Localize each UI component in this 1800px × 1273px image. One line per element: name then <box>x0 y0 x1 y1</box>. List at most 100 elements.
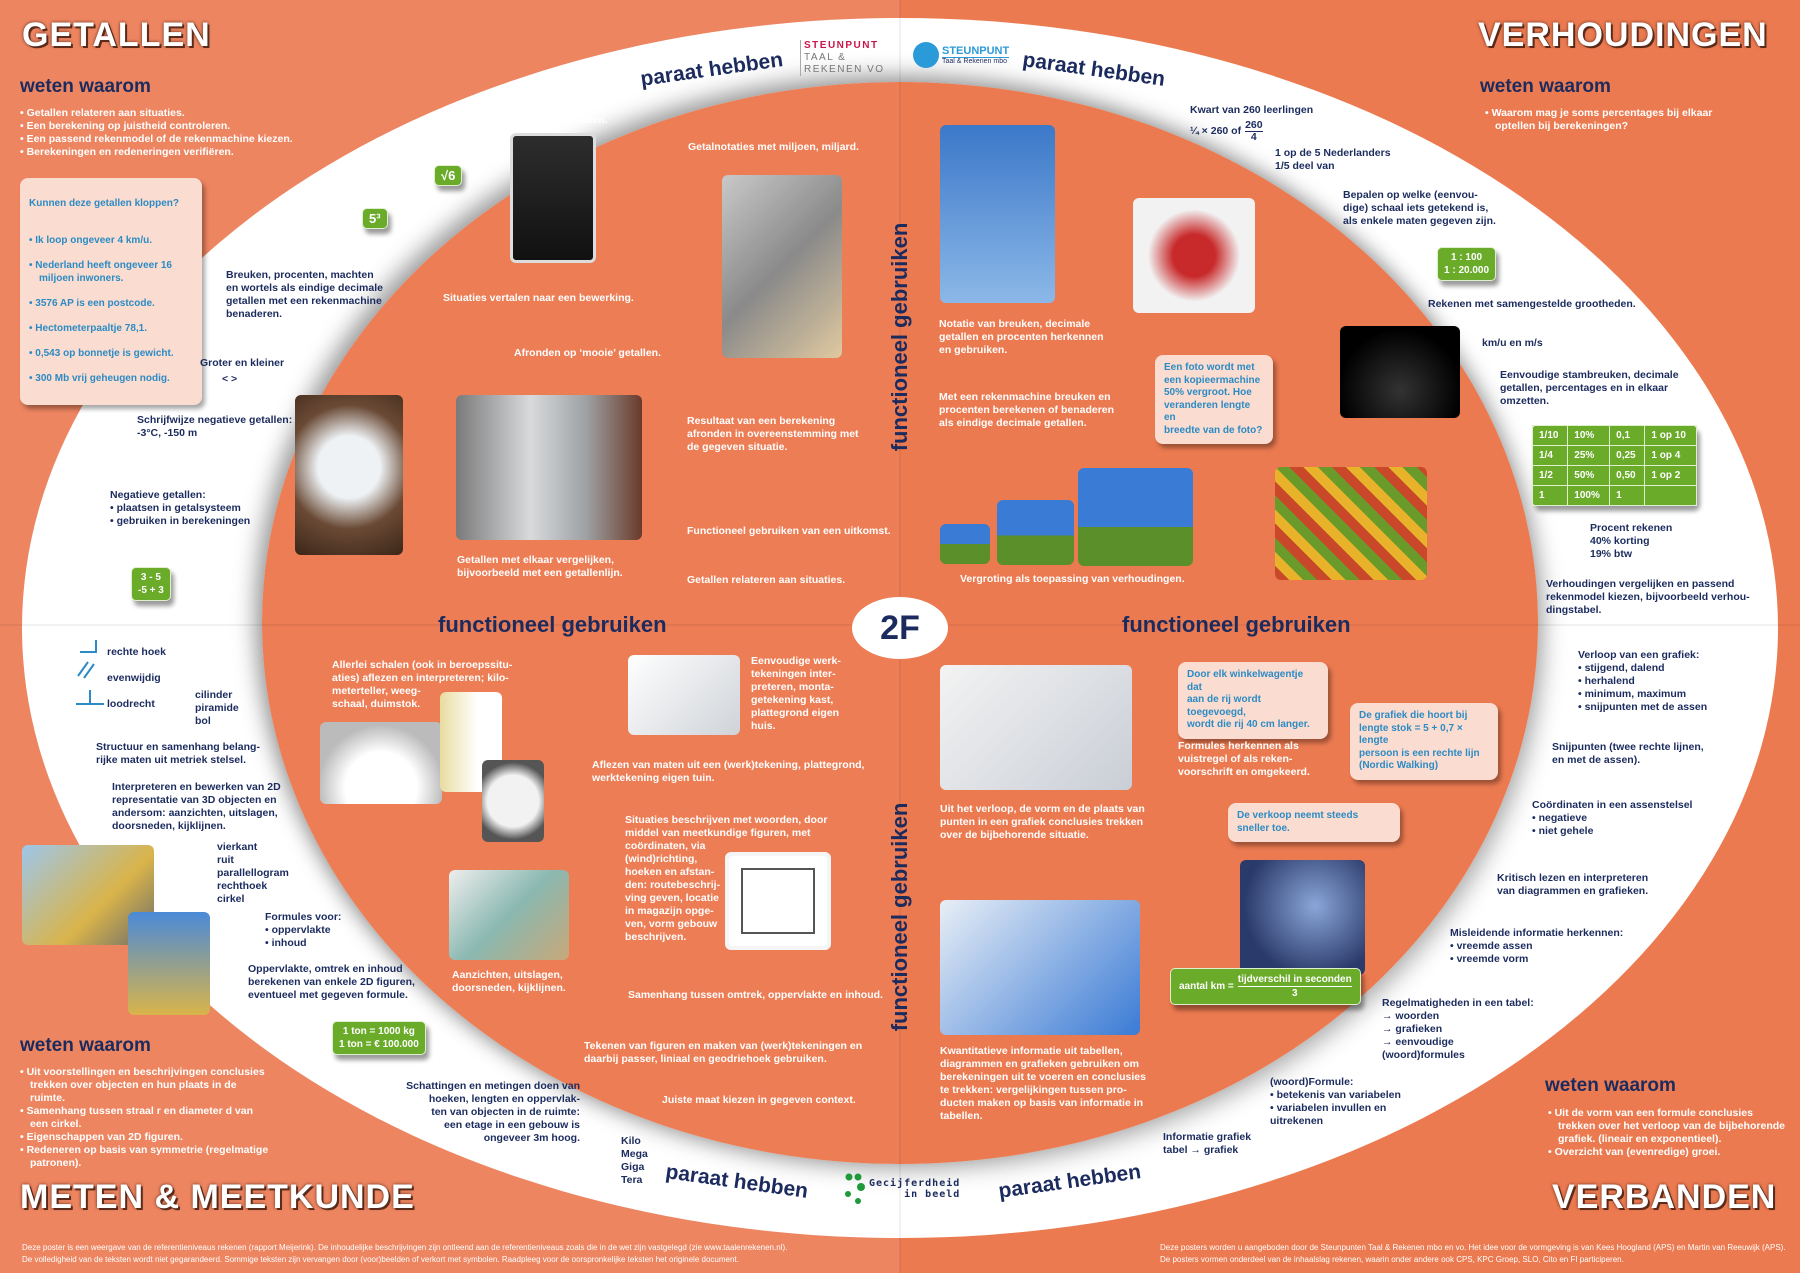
logo-text: Gecijferdheid <box>869 1178 961 1189</box>
badge-ton: 1 ton = 1000 kg 1 ton = € 100.000 <box>332 1021 426 1055</box>
table-cell: 1/2 <box>1531 465 1569 486</box>
question-box: Kunnen deze getallen kloppen? Ik loop on… <box>20 178 202 405</box>
geometry-symbols-icon <box>76 640 104 705</box>
text-item: Snijpunten (twee rechte lijnen, en met d… <box>1552 741 1704 766</box>
text-item: Schattingen en metingen doen van hoeken,… <box>406 1080 580 1144</box>
table-cell: 25% <box>1567 445 1611 466</box>
badge-scale: 1 : 100 1 : 20.000 <box>1437 247 1497 281</box>
badge-power: 5³ <box>362 208 388 229</box>
table-cell: 1 op 4 <box>1644 445 1697 466</box>
text-item: (woord)Formule: • betekenis van variabel… <box>1270 1076 1401 1127</box>
market-fruit-image <box>1275 467 1427 580</box>
text-item: Met een rekenmachine breuken en procente… <box>939 391 1115 429</box>
text-item: Vergroting als toepassing van verhouding… <box>960 573 1185 585</box>
text-item: Situaties vertalen naar een bewerking. <box>443 292 634 304</box>
text-item: Kritisch lezen en interpreteren van diag… <box>1497 872 1649 897</box>
text-item: Afronden op ‘mooie’ getallen. <box>514 347 662 359</box>
graph-with-pen-image <box>940 665 1132 790</box>
text-item: Getalnotaties met miljoen, miljard. <box>688 141 859 153</box>
people-icon <box>913 42 939 68</box>
bullet: Samenhang tussen straal r en diameter d … <box>20 1105 270 1131</box>
text-item: Allerlei schalen (ook in beroepssitu- at… <box>332 659 513 710</box>
question-title: Kunnen deze getallen kloppen? <box>29 197 180 209</box>
text-item: Formules herkennen als vuistregel of als… <box>1178 740 1310 778</box>
stopwatch-image <box>320 722 442 804</box>
bullet: Berekeningen en redeneringen verifiëren. <box>20 146 320 159</box>
badge-sqrt: √6 <box>434 165 463 186</box>
text-item: Regelmatigheden in een tabel: → woorden … <box>1382 997 1534 1061</box>
table-cell: 1 <box>1531 485 1569 506</box>
symbol-label-rechte-hoek: rechte hoek <box>107 646 166 658</box>
weten-waarom-heading: weten waarom <box>20 1035 151 1056</box>
heading-functioneel-gebruiken-top: functioneel gebruiken <box>887 222 912 452</box>
quadrant-title-getallen: GETALLEN <box>22 16 211 54</box>
weten-waarom-list: Waarom mag je soms percentages bij elkaa… <box>1485 107 1735 133</box>
symbol-label-evenwijdig: evenwijdig <box>107 672 161 684</box>
text-item: Kwantitatieve informatie uit tabellen, d… <box>940 1045 1146 1122</box>
quadrant-title-verhoudingen: VERHOUDINGEN <box>1478 16 1768 54</box>
bullet: Uit voorstellingen en beschrijvingen con… <box>20 1066 270 1105</box>
text-item: Structuur en samenhang belang- rijke mat… <box>96 741 260 766</box>
logo-steunpunt-vo: STEUNPUNT TAAL & REKENEN VO <box>800 40 885 76</box>
road-sign-image <box>940 125 1055 303</box>
weten-waarom-heading: weten waarom <box>1545 1075 1676 1096</box>
logo-text: REKENEN VO <box>804 64 885 75</box>
text-item: Rekenen met samengestelde grootheden. <box>1428 298 1636 310</box>
bar-chart-calculator-image <box>940 900 1140 1035</box>
text-item: Coördinaten in een assenstelsel • negati… <box>1532 799 1693 837</box>
thermometer-image <box>456 395 642 540</box>
thermometer-dial-image <box>295 395 403 555</box>
weten-waarom-list: Uit voorstellingen en beschrijvingen con… <box>20 1066 270 1170</box>
example-box: De grafiek die hoort bij lengte stok = 5… <box>1350 703 1498 780</box>
quadrant-title-verbanden: VERBANDEN <box>1552 1178 1777 1216</box>
level-badge: 2F <box>852 597 948 659</box>
text-item: 1 op de 5 Nederlanders 1/5 deel van <box>1275 147 1391 172</box>
bullet: Getallen relateren aan situaties. <box>20 107 320 120</box>
text-item: Kilo Mega Giga Tera <box>621 1135 648 1186</box>
text-item: Uit het verloop, de vorm en de plaats va… <box>940 803 1145 841</box>
formula-lhs: aantal km = <box>1179 981 1234 992</box>
cube-houses-image-2 <box>128 912 210 1015</box>
shopping-cart-image <box>1133 198 1255 313</box>
table-cell: 0,25 <box>1609 445 1646 466</box>
cow-image-small <box>940 524 990 564</box>
text-item: Schrijfwijze negatieve getallen: -3°C, -… <box>137 414 293 439</box>
bullet: Uit de vorm van een formule conclusies t… <box>1548 1107 1788 1146</box>
table-cell: 0,1 <box>1609 425 1646 446</box>
house-3d-image <box>449 870 569 960</box>
table-cell: 1 op 2 <box>1644 465 1697 486</box>
text-item: Oppervlakte, omtrek en inhoud berekenen … <box>248 963 415 1001</box>
logo-text: Taal & Rekenen mbo <box>942 58 1007 65</box>
denominator: 4 <box>1250 131 1257 143</box>
lightning-image <box>1240 860 1365 975</box>
footer-right: Deze posters worden u aangeboden door de… <box>1160 1243 1786 1264</box>
text-item: Negatieve getallen: • plaatsen in getals… <box>110 489 251 527</box>
bullet: Een berekening op juistheid controleren. <box>20 120 320 133</box>
logo-text: STEUNPUNT <box>942 45 1010 58</box>
fraction-prefix: ¼ × 260 of <box>1190 125 1242 137</box>
text-item: Notatie van breuken, decimale getallen e… <box>939 318 1104 356</box>
pressure-gauge-image <box>482 760 544 842</box>
weten-waarom-list: Uit de vorm van een formule conclusies t… <box>1548 1107 1788 1159</box>
question-item: Ik loop ongeveer 4 km/u. <box>29 235 193 248</box>
weten-waarom-list: Getallen relateren aan situaties. Een be… <box>20 107 320 159</box>
example-box: Door elk winkelwagentje dat aan de rij w… <box>1178 662 1328 739</box>
text-item: Eenvoudige werk- tekeningen inter- prete… <box>751 655 841 732</box>
heading-functioneel-gebruiken-left: functioneel gebruiken <box>438 612 667 637</box>
text-item: Bepalen op welke (eenvou- dige) schaal i… <box>1343 189 1496 227</box>
heading-functioneel-gebruiken-right: functioneel gebruiken <box>1122 612 1351 637</box>
bullet: Overzicht van (evenredige) groei. <box>1548 1146 1788 1159</box>
question-item: 3576 AP is een postcode. <box>29 298 193 311</box>
example-box: De verkoop neemt steeds sneller toe. <box>1228 803 1400 842</box>
denominator: 3 <box>1291 988 1298 999</box>
table-cell <box>1644 485 1697 506</box>
text-item: Verhoudingen vergelijken en passend reke… <box>1546 578 1750 616</box>
